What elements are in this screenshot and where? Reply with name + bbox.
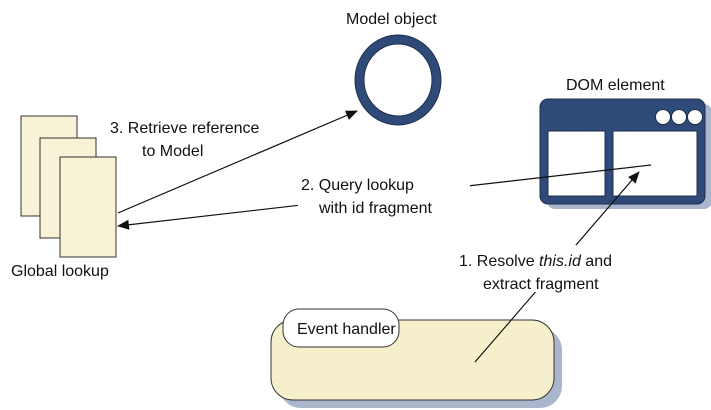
global-lookup-stack	[20, 115, 117, 258]
step1-line1: 1. Resolve this.id and	[459, 253, 612, 270]
dom-element-label: DOM element	[566, 77, 665, 94]
event-handler-tab	[282, 308, 400, 348]
step2-line1: 2. Query lookup	[301, 177, 414, 194]
step1-code: this.id	[539, 253, 582, 270]
step1-prefix: 1. Resolve	[459, 253, 539, 270]
event-handler-box	[270, 308, 562, 408]
model-object-label: Model object	[346, 11, 437, 28]
global-lookup-label: Global lookup	[11, 263, 109, 280]
model-object-icon	[354, 34, 442, 126]
step3-line1: 3. Retrieve reference	[110, 120, 260, 137]
arrow-retrieve-model	[117, 110, 358, 214]
step2-label: 2. Query lookup with id fragment	[301, 177, 432, 217]
event-handler-label: Event handler	[297, 321, 396, 338]
step1-line2: extract fragment	[483, 276, 599, 293]
step2-line2: with id fragment	[318, 200, 432, 217]
dom-element-window	[539, 98, 711, 209]
step1-suffix: and	[581, 253, 612, 270]
step1-label: 1. Resolve this.id and extract fragment	[459, 253, 612, 293]
window-button-icon	[687, 109, 703, 125]
lookup-page-front	[59, 156, 117, 258]
window-button-icon	[671, 109, 687, 125]
dom-pane-left	[547, 130, 606, 197]
step3-label: 3. Retrieve reference to Model	[110, 120, 260, 160]
step3-line2: to Model	[142, 143, 203, 160]
window-button-icon	[655, 109, 671, 125]
dom-pane-right	[612, 130, 698, 197]
